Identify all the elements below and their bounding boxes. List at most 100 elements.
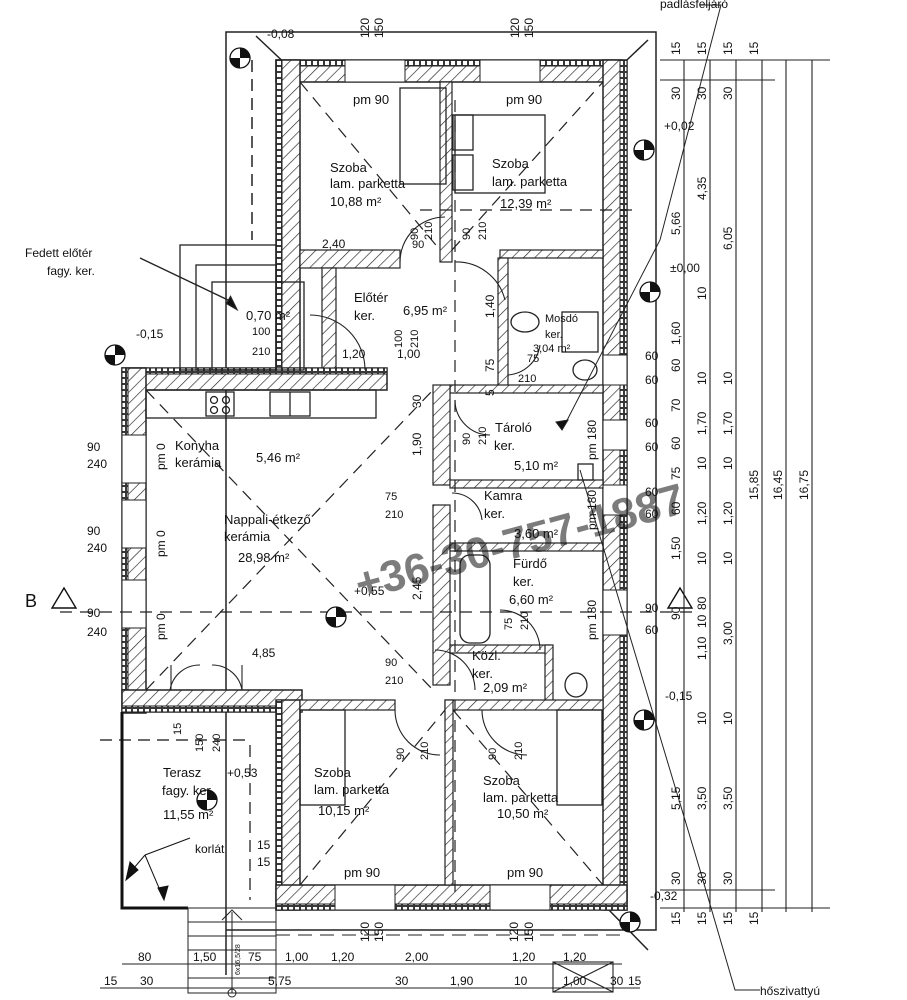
dim-label: 16,75 <box>797 470 811 500</box>
door-height: 240 <box>211 734 223 752</box>
section-label-b: B <box>25 591 37 611</box>
dim-label: 1,60 <box>669 321 683 345</box>
dim-label: 5 <box>483 389 497 396</box>
dim-label: 80 <box>695 596 709 610</box>
room-name: Mosdó <box>545 313 578 325</box>
door-height: 210 <box>385 509 403 521</box>
room-area: 12,39 m² <box>500 196 552 211</box>
level-markers <box>104 47 661 933</box>
attic-access-label: padlásfeljáró <box>660 0 728 11</box>
dim-label: 2,00 <box>405 950 429 964</box>
door-height: 210 <box>519 612 531 630</box>
entrance-vestibule <box>139 244 305 371</box>
room-floor: ker. <box>354 308 375 323</box>
room-pantry: Kamra ker. 3,60 m² <box>484 488 559 541</box>
dim-label: 80 <box>138 950 152 964</box>
room-sill: pm 90 <box>506 92 542 107</box>
dim-label: 1,00 <box>285 950 309 964</box>
furniture <box>145 87 603 806</box>
dim-label: 1,50 <box>193 950 217 964</box>
dim-label: 1,20 <box>563 950 587 964</box>
level-label: +0,53 <box>227 766 258 780</box>
dim-label: 4,85 <box>252 646 276 660</box>
dim-label: 1,70 <box>695 411 709 435</box>
level-label: +0,55 <box>354 584 385 598</box>
dim-label: 5,75 <box>268 974 292 988</box>
door-height: 210 <box>477 222 489 240</box>
room-bedroom-sw: Szoba lam. parketta 10,15 m² pm 90 <box>314 765 390 880</box>
window-sill: pm 180 <box>585 600 599 640</box>
room-living: Nappali-étkező kerámia 28,98 m² <box>224 512 311 565</box>
dim-label: 30 <box>395 974 409 988</box>
dim-label: 75 <box>248 950 262 964</box>
door-height: 210 <box>423 222 435 240</box>
dim-label: 15 <box>669 911 683 925</box>
room-diagonals <box>60 81 700 900</box>
level-label: +0,02 <box>664 119 695 133</box>
level-label: -0,08 <box>267 27 295 41</box>
dim-label: 30 <box>669 86 683 100</box>
dim-label: 15 <box>695 41 709 55</box>
room-name: Közl. <box>472 648 501 663</box>
room-name: Fürdő <box>513 556 547 571</box>
dim-label: 15 <box>747 41 761 55</box>
window-width: 60 <box>645 485 659 499</box>
dim-label: 1,20 <box>342 347 366 361</box>
room-floor: kerámia <box>175 455 222 470</box>
door-height: 210 <box>513 742 525 760</box>
room-area: 0,70 m² <box>246 308 291 323</box>
section-marker-left <box>50 586 78 609</box>
door-width: 75 <box>527 353 539 365</box>
annotation-labels: padlásfeljáró hőszivattyú Fedett előtér … <box>25 0 820 998</box>
dim-label: 30 <box>695 86 709 100</box>
level-label: -0,32 <box>650 889 678 903</box>
opening-height: 150 <box>522 922 536 942</box>
room-area: 28,98 m² <box>238 550 290 565</box>
stair-label: 6x16,5/28 <box>235 944 242 975</box>
room-floor: ker. <box>484 506 505 521</box>
level-marker <box>633 139 655 161</box>
level-marker <box>619 911 641 933</box>
room-corridor: Közl. ker. 2,09 m² <box>472 648 528 695</box>
window-openings <box>121 59 628 911</box>
room-floor: fagy. ker. <box>162 783 214 798</box>
room-floor: ker. <box>513 574 534 589</box>
room-floor: ker. <box>545 329 563 341</box>
room-area: 10,88 m² <box>330 194 382 209</box>
door-width: 90 <box>385 657 397 669</box>
opening-height: 120 <box>508 18 522 38</box>
dim-label: 30 <box>721 86 735 100</box>
level-marker <box>196 789 218 811</box>
room-name: Szoba <box>483 773 521 788</box>
dim-label: 30 <box>410 394 424 408</box>
right-dimension-labels: 15305,661,6060706075601,50905,1530151530… <box>669 41 811 925</box>
dim-label: 15 <box>628 974 642 988</box>
opening-height: 150 <box>522 18 536 38</box>
dim-label: 15 <box>695 911 709 925</box>
room-name: Nappali-étkező <box>224 512 311 527</box>
room-floor: ker. <box>494 438 515 453</box>
dim-label: 2,45 <box>410 576 424 600</box>
room-area: 5,10 m² <box>514 458 559 473</box>
level-label: -0,15 <box>136 327 164 341</box>
room-floor: ker. <box>472 666 493 681</box>
dim-label: 1,00 <box>563 974 587 988</box>
room-sill: pm 90 <box>507 865 543 880</box>
window-width: 60 <box>645 349 659 363</box>
dim-label: 75 <box>669 466 683 480</box>
inner-dimension-labels: 2,40 1,20 1,00 1,40 75 30 1,90 2,45 4,85… <box>252 237 497 869</box>
right-dimension-lines <box>660 59 830 912</box>
dim-label: 60 <box>669 501 683 515</box>
room-name: Tároló <box>495 420 532 435</box>
dim-label: 1,20 <box>695 501 709 525</box>
dim-label: 4,35 <box>695 176 709 200</box>
window-sill: pm 0 <box>154 613 168 640</box>
dim-label: 15 <box>747 911 761 925</box>
door-width: 90 <box>395 748 407 760</box>
room-floor: lam. parketta <box>314 782 390 797</box>
dim-label: 1,90 <box>450 974 474 988</box>
level-marker <box>104 344 126 366</box>
dim-label: 10 <box>514 974 528 988</box>
dim-label: 5,15 <box>669 786 683 810</box>
